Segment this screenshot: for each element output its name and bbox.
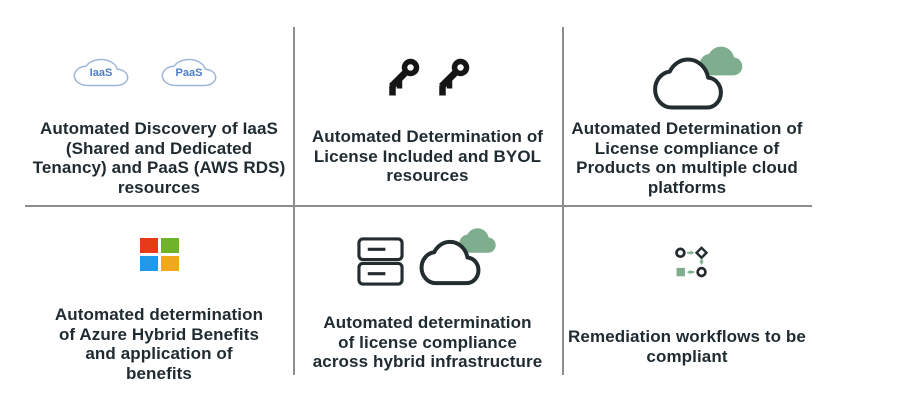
paas-cloud-icon: PaaS — [159, 57, 219, 88]
feature-caption-remediation: Remediation workflows to be compliant — [568, 327, 806, 366]
vertical-divider-left — [293, 27, 295, 375]
feature-cell-azure-hybrid: Automated determination of Azure Hybrid … — [25, 205, 293, 390]
outline-cloud-icon — [418, 238, 482, 287]
feature-caption-hybrid-infra: Automated determination of license compl… — [312, 313, 543, 372]
feature-caption-discovery: Automated Discovery of IaaS (Shared and … — [32, 119, 286, 198]
green-cloud-icon — [459, 228, 496, 253]
feature-cell-remediation: Remediation workflows to be compliant — [562, 205, 812, 390]
hybrid-cloud-icon — [418, 226, 498, 289]
feature-cell-hybrid-infra: Automated determination of license compl… — [293, 205, 562, 390]
workflow-icon — [674, 246, 708, 278]
feature-caption-azure-hybrid: Automated determination of Azure Hybrid … — [54, 305, 264, 384]
feature-caption-byol: Automated Determination of License Inclu… — [311, 127, 544, 186]
iaas-cloud-icon: IaaS — [71, 57, 131, 88]
iaas-label: IaaS — [89, 67, 113, 79]
paas-label: PaaS — [175, 67, 203, 79]
server-icon — [357, 237, 404, 286]
horizontal-divider — [25, 205, 812, 207]
feature-cell-byol: Automated Determination of License Inclu… — [293, 27, 562, 205]
green-cloud-icon — [699, 46, 743, 76]
multi-cloud-icon — [651, 44, 747, 114]
outline-cloud-icon — [651, 55, 725, 112]
vertical-divider-right — [562, 27, 564, 375]
key-icon — [388, 58, 419, 96]
key-icon — [438, 58, 469, 96]
feature-cell-multicloud: Automated Determination of License compl… — [562, 27, 812, 205]
feature-caption-multicloud: Automated Determination of License compl… — [571, 119, 803, 198]
microsoft-logo-icon — [139, 238, 179, 271]
feature-cell-discovery: IaaS PaaS Automated Discovery of IaaS (S… — [25, 27, 293, 205]
